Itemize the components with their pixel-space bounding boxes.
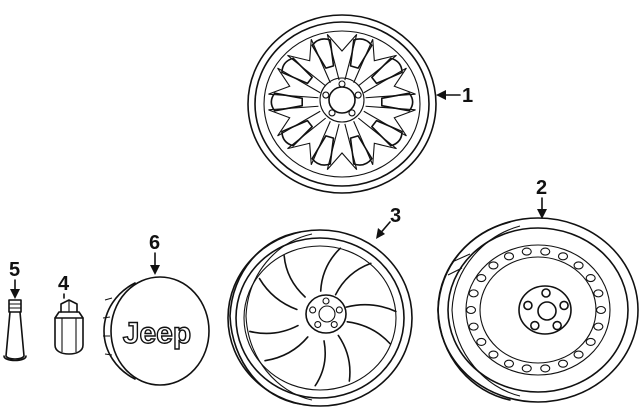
wheel1-window (311, 135, 335, 166)
steel-wheel-vent-hole (465, 305, 477, 315)
steel-wheel-vent-hole (488, 350, 499, 359)
callout-1: 1 (436, 85, 473, 107)
callout-number-3: 3 (390, 205, 401, 227)
steel-wheel-vent-hole (593, 289, 604, 298)
steel-wheel-vent-hole (503, 359, 515, 368)
wheel1-lug (354, 91, 362, 99)
steel-wheel-vent-hole (476, 274, 487, 283)
steel-wheel-vent-hole (585, 274, 596, 283)
wheel1-window (311, 38, 335, 69)
callout-2: 2 (536, 177, 547, 219)
steel-wheel-vent-hole (585, 337, 596, 346)
alloy-wheel-five-spoke (227, 229, 413, 407)
wheel3-lug (330, 320, 338, 329)
wheel1-window (381, 92, 414, 112)
wheel3-spoke (314, 334, 351, 387)
callout-number-4: 4 (58, 273, 70, 295)
wheel1-window (281, 57, 313, 85)
wheel1-window (371, 119, 403, 147)
steel-wheel-vent-hole (476, 337, 487, 346)
steel-wheel-vent-hole (593, 322, 604, 331)
steel-wheel (437, 217, 639, 403)
wheel3-spoke (345, 303, 397, 345)
callout-number-1: 1 (462, 85, 473, 107)
callout-number-6: 6 (149, 232, 160, 254)
wheel1-window (349, 38, 373, 69)
steel-wheel-vent-hole (521, 247, 532, 256)
steel-wheel-lug (559, 300, 569, 311)
wheel1-lug (328, 109, 336, 117)
wheel1-window (349, 135, 373, 166)
steel-wheel-lug (530, 320, 540, 331)
steel-wheel-vent-hole (573, 350, 584, 359)
wheel1-window (270, 92, 303, 112)
wheel3-spoke (249, 324, 309, 362)
wheel1-spoke (353, 117, 397, 165)
steel-wheel-vent-hole (468, 322, 479, 331)
callout-6: 6 (149, 232, 160, 275)
steel-wheel-vent-hole (503, 252, 515, 261)
jeep-logo-text: Jeep (123, 317, 191, 350)
wheel1-lug (348, 109, 356, 117)
steel-wheel-lug (552, 320, 562, 331)
wheel3-lug (335, 306, 343, 314)
wheel1-lug (338, 80, 346, 88)
wheel1-spoke (287, 117, 331, 165)
steel-wheel-vent-hole (540, 364, 551, 373)
wheel3-lug (314, 320, 322, 329)
wheel3-spoke (319, 247, 372, 296)
wheel1-window (371, 57, 403, 85)
lug-nut (54, 299, 84, 355)
callout-number-5: 5 (9, 259, 20, 281)
steel-wheel-vent-hole (488, 261, 499, 270)
callout-5: 5 (9, 259, 20, 299)
steel-wheel-vent-hole (557, 359, 569, 368)
steel-wheel-lug (541, 288, 551, 298)
steel-wheel-vent-hole (573, 261, 584, 270)
wheel1-lug (322, 91, 330, 99)
wheel3-lug (309, 306, 317, 314)
wheel3-spoke (258, 255, 306, 311)
callout-4: 4 (58, 273, 70, 299)
valve-stem (3, 299, 27, 362)
center-cap: Jeep (102, 276, 210, 386)
alloy-wheel-multi-spoke (247, 14, 437, 194)
callout-3: 3 (376, 205, 401, 239)
steel-wheel-vent-hole (595, 305, 607, 315)
wheel3-lug (322, 297, 330, 305)
callout-number-2: 2 (536, 177, 547, 199)
wheel1-window (281, 119, 313, 147)
steel-wheel-vent-hole (468, 289, 479, 298)
steel-wheel-vent-hole (540, 247, 551, 256)
steel-wheel-lug (523, 300, 533, 311)
steel-wheel-vent-hole (521, 364, 532, 373)
steel-wheel-vent-hole (557, 252, 569, 261)
